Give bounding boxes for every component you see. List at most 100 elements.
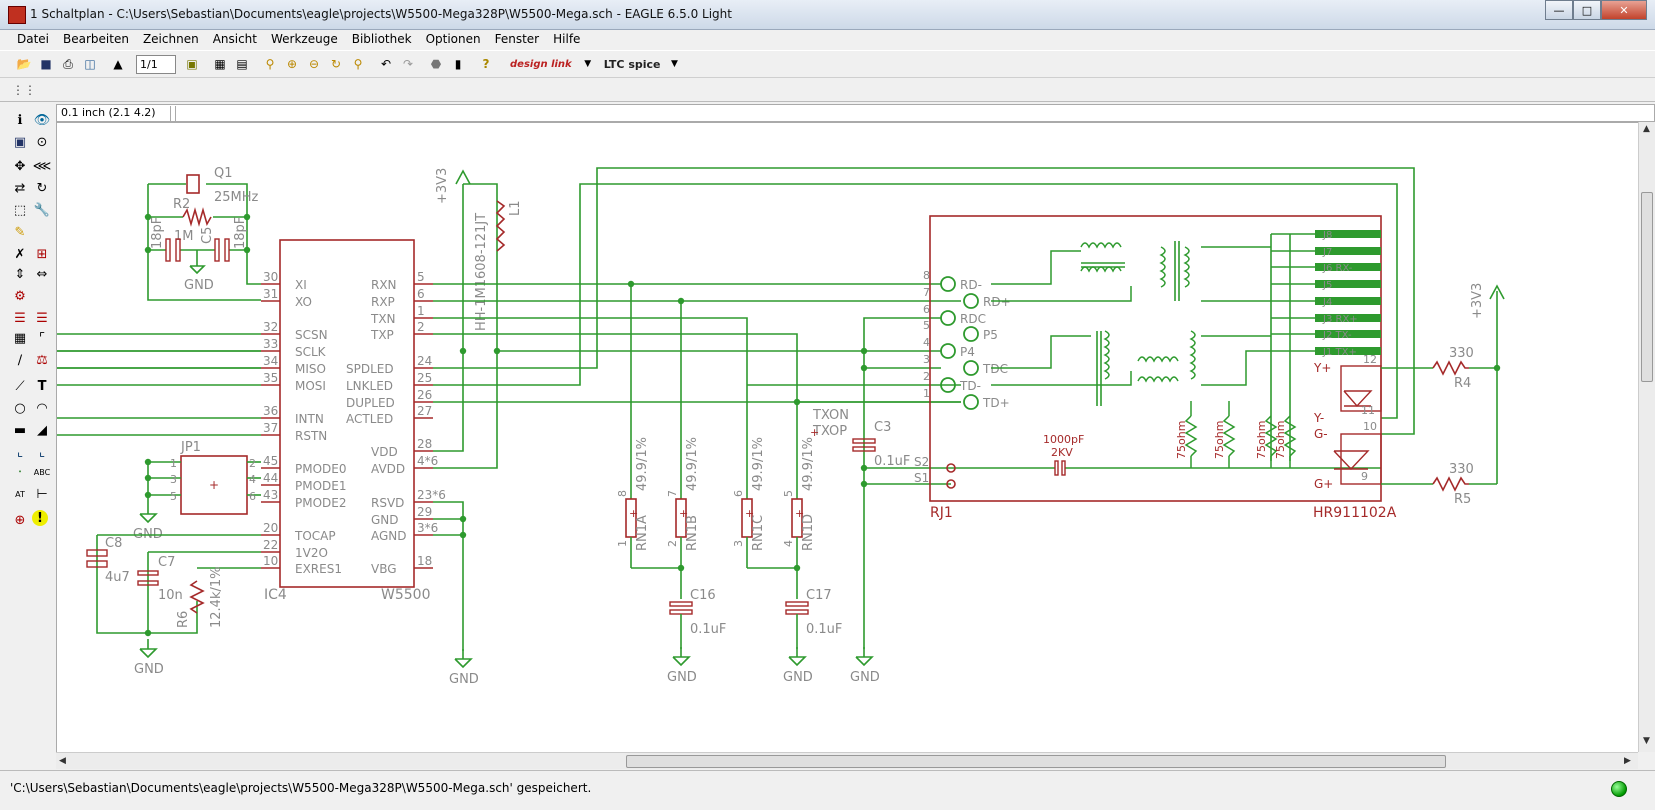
scroll-right-icon[interactable]: ▶: [1624, 756, 1631, 766]
ltcspice-button[interactable]: LTC spice: [603, 57, 661, 71]
circle-icon[interactable]: ○: [14, 400, 26, 416]
go-icon[interactable]: ▮: [454, 57, 462, 71]
erc-icon[interactable]: ⊕: [14, 512, 26, 528]
library-icon[interactable]: ▣: [186, 57, 198, 71]
zoom-redraw-icon[interactable]: ↻: [330, 57, 342, 71]
minimize-button[interactable]: —: [1545, 0, 1573, 20]
sheet-select[interactable]: 1/1: [136, 54, 176, 74]
net-icon[interactable]: ⌞: [38, 444, 46, 460]
show-icon[interactable]: 👁: [33, 112, 51, 128]
cap-c8: [86, 560, 108, 568]
delete-icon[interactable]: ✗: [14, 246, 26, 262]
scroll-up-icon[interactable]: ▲: [1643, 124, 1650, 134]
invoke-icon[interactable]: ⚖: [36, 352, 48, 368]
horizontal-scroll-thumb[interactable]: [626, 755, 1446, 768]
menu-datei[interactable]: Datei: [17, 32, 50, 46]
polygon-icon[interactable]: ◢: [37, 422, 47, 438]
print-icon[interactable]: ⎙: [63, 56, 73, 71]
maximize-button[interactable]: □: [1573, 0, 1601, 20]
copy-icon[interactable]: ⋘: [32, 158, 52, 174]
c3-value: 0.1uF: [874, 454, 910, 469]
chevron-down-icon[interactable]: ▼: [584, 59, 592, 69]
rect-icon[interactable]: ▬: [13, 422, 27, 438]
eagle-app-icon[interactable]: [8, 6, 26, 24]
zoom-select-icon[interactable]: ⚲: [353, 57, 363, 71]
move-icon[interactable]: ✥: [14, 158, 26, 174]
cap-2kv-value: 2KV: [1051, 446, 1073, 459]
attribute-icon[interactable]: AT: [15, 489, 25, 499]
bus-icon[interactable]: ⌞: [16, 444, 24, 460]
arc-icon[interactable]: ◠: [36, 400, 48, 416]
menu-hilfe[interactable]: Hilfe: [553, 32, 581, 46]
mirror-icon[interactable]: ⇄: [14, 180, 26, 196]
vertical-scrollbar[interactable]: ▲ ▼: [1638, 122, 1655, 752]
undo-icon[interactable]: ↶: [380, 57, 392, 71]
label-icon[interactable]: ABC: [33, 467, 51, 477]
replace-icon[interactable]: ⚙: [14, 288, 26, 304]
help-icon[interactable]: ?: [482, 57, 490, 71]
close-button[interactable]: ✕: [1601, 0, 1647, 20]
menu-ansicht[interactable]: Ansicht: [212, 32, 257, 46]
redo-icon[interactable]: ↷: [402, 57, 414, 71]
stop-icon[interactable]: ⬣: [430, 57, 442, 71]
change-icon[interactable]: 🔧: [33, 202, 51, 218]
horizontal-scrollbar[interactable]: ◀ ▶: [56, 752, 1638, 769]
ic4-pin-num: 44: [263, 471, 278, 485]
menu-bearbeiten[interactable]: Bearbeiten: [63, 32, 129, 46]
rj1-shield-label: S1: [914, 471, 929, 485]
paste-icon[interactable]: ✎: [14, 224, 26, 240]
zoom-out-icon[interactable]: ⊖: [308, 57, 320, 71]
display-icon[interactable]: ▣: [13, 134, 27, 150]
menu-fenster[interactable]: Fenster: [494, 32, 540, 46]
wire-icon[interactable]: ⟋: [15, 378, 25, 394]
menu-optionen[interactable]: Optionen: [425, 32, 481, 46]
sheet-icon[interactable]: ▲: [113, 57, 123, 71]
miter-icon[interactable]: ⌜: [38, 330, 46, 346]
scroll-down-icon[interactable]: ▼: [1643, 736, 1650, 746]
smash-icon[interactable]: ▦: [13, 330, 27, 346]
mark-icon[interactable]: ⊙: [36, 134, 48, 150]
junction-icon[interactable]: ⋅: [17, 464, 23, 480]
command-input[interactable]: [175, 106, 1635, 121]
text-icon[interactable]: T: [37, 378, 47, 394]
script-icon[interactable]: ▦: [214, 57, 226, 71]
add-icon[interactable]: ⊞: [36, 246, 48, 262]
open-icon[interactable]: 📂: [16, 57, 32, 71]
menu-zeichnen[interactable]: Zeichnen: [142, 32, 199, 46]
cam-icon[interactable]: ◫: [84, 57, 96, 71]
split-icon[interactable]: ∕: [17, 352, 23, 368]
r6-name: R6: [176, 611, 191, 628]
supply-label: +3V3: [1470, 283, 1485, 319]
pinswap-icon[interactable]: ⇕: [14, 266, 26, 282]
name-icon[interactable]: ☰: [14, 310, 26, 326]
scroll-left-icon[interactable]: ◀: [59, 756, 66, 766]
rj1-led-pin-num: 12: [1363, 353, 1377, 366]
errors-icon[interactable]: !: [32, 510, 48, 526]
designlink-button[interactable]: design link: [510, 58, 572, 70]
info-icon[interactable]: ℹ: [17, 112, 23, 128]
vertical-scroll-thumb[interactable]: [1641, 192, 1653, 382]
rj1-value: HR911102A: [1313, 505, 1397, 521]
ic4-pin-name: DUPLED: [346, 396, 395, 410]
rn1-pin-num: 4: [782, 540, 795, 547]
menu-werkzeuge[interactable]: Werkzeuge: [271, 32, 338, 46]
save-icon[interactable]: ■: [40, 57, 52, 71]
gateswap-icon[interactable]: ⇔: [36, 266, 48, 282]
command-line: 0.1 inch (2.1 4.2): [56, 104, 1655, 122]
cap-18pf-left: [165, 238, 171, 262]
cap-c3: [852, 446, 876, 452]
dimension-icon[interactable]: ⊢: [36, 486, 48, 502]
chevron-down-icon[interactable]: ▼: [671, 59, 678, 69]
zoom-fit-icon[interactable]: ⚲: [265, 57, 275, 71]
value-icon[interactable]: ☰: [36, 310, 48, 326]
tool-palette: ℹ 👁 ▣ ⊙ ✥ ⋘ ⇄ ↻ ⬚ 🔧 ✎ ✗ ⊞ ⇕ ⇔ ⚙ ☰ ☰ ▦ ⌜ …: [6, 110, 54, 550]
junction-dot: [677, 564, 685, 572]
menu-bibliothek[interactable]: Bibliothek: [351, 32, 412, 46]
group-icon[interactable]: ⬚: [13, 202, 27, 218]
gnd-symbol: [454, 658, 473, 669]
ulp-icon[interactable]: ▤: [236, 57, 248, 71]
zoom-in-icon[interactable]: ⊕: [286, 57, 298, 71]
grid-icon[interactable]: ⋮⋮: [12, 82, 36, 97]
rotate-icon[interactable]: ↻: [36, 180, 48, 196]
